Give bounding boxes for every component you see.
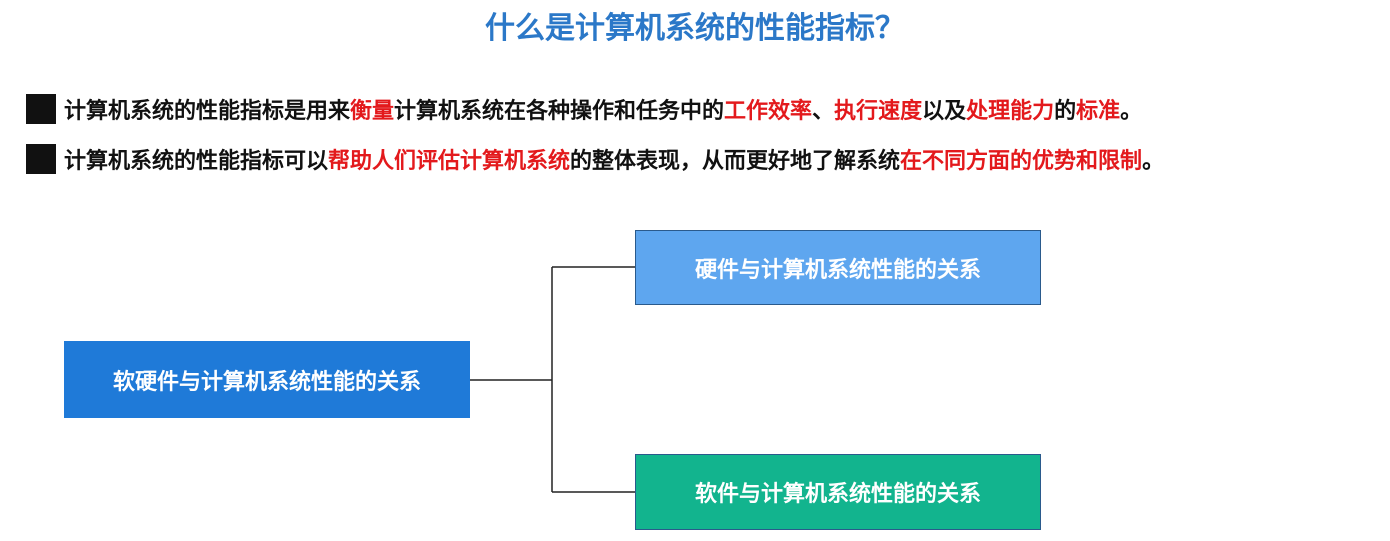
bullet-1-part: 的 [1054,99,1077,124]
bullet-1-part: 、 [812,99,835,124]
diagram-hardware-node: 硬件与计算机系统性能的关系 [635,230,1041,305]
bullet-point-2: 计算机系统的性能指标可以帮助人们评估计算机系统的整体表现，从而更好地了解系统在不… [26,142,1164,176]
bullet-2-part: 计算机系统的性能指标可以 [64,149,329,174]
bullet-1-highlight: 处理能力 [966,99,1055,124]
bullet-2-highlight: 在不同方面的优势和限制 [900,149,1143,174]
bullet-1-part: 计算机系统的性能指标是用来 [64,99,351,124]
bullet-text-1: 计算机系统的性能指标是用来衡量计算机系统在各种操作和任务中的工作效率、执行速度以… [64,93,1142,125]
bullet-1-part: 计算机系统在各种操作和任务中的 [394,99,725,124]
bullet-1-part: 以及 [922,99,967,124]
bullet-2-highlight: 帮助人们评估计算机系统 [328,149,571,174]
page-title: 什么是计算机系统的性能指标？ [485,11,905,46]
bullet-1-highlight: 标准 [1076,99,1121,124]
diagram-root-node: 软硬件与计算机系统性能的关系 [64,341,470,418]
bullet-text-2: 计算机系统的性能指标可以帮助人们评估计算机系统的整体表现，从而更好地了解系统在不… [64,143,1164,175]
bullet-point-1: 计算机系统的性能指标是用来衡量计算机系统在各种操作和任务中的工作效率、执行速度以… [26,92,1142,126]
bullet-1-highlight: 衡量 [350,99,395,124]
bullet-square-icon [26,94,56,124]
bullet-2-part: 的整体表现，从而更好地了解系统 [570,149,901,174]
diagram-software-node: 软件与计算机系统性能的关系 [635,454,1041,530]
bullet-square-icon [26,144,56,174]
bullet-1-highlight: 工作效率 [724,99,813,124]
bullet-2-part: 。 [1142,149,1165,174]
bullet-1-part: 。 [1120,99,1143,124]
bullet-1-highlight: 执行速度 [834,99,923,124]
